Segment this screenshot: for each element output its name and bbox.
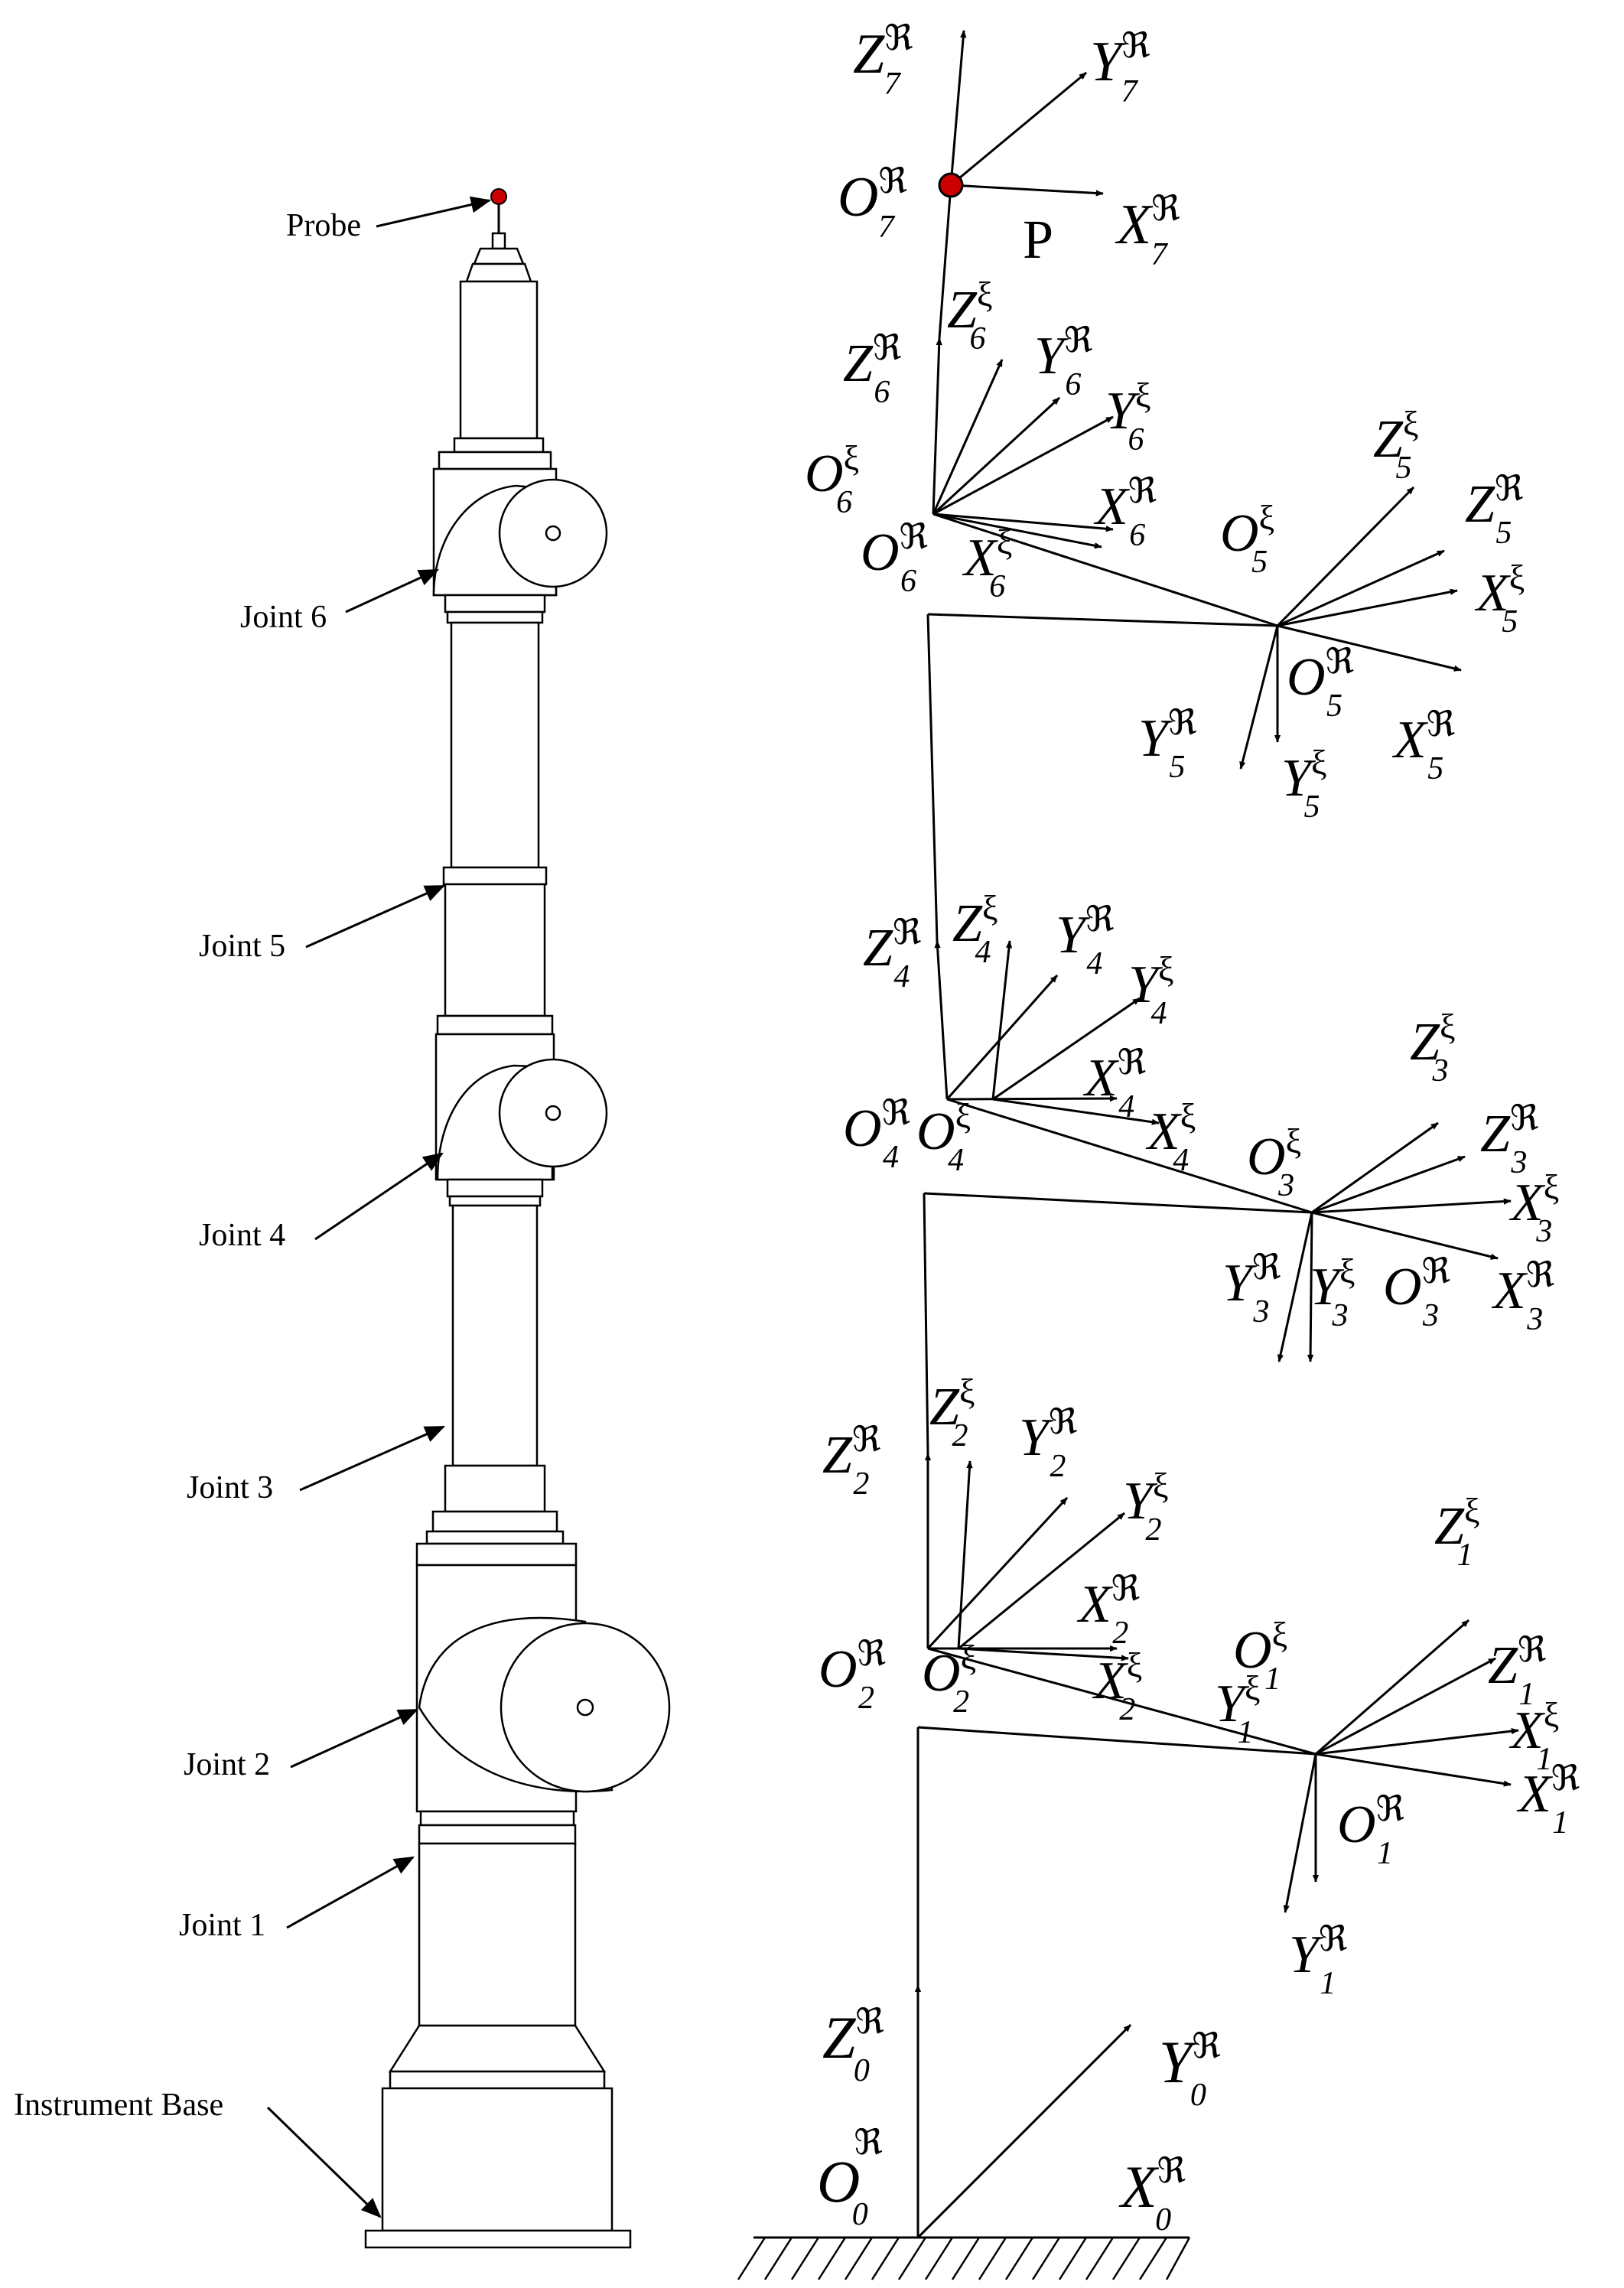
probe-label: Probe bbox=[286, 208, 361, 243]
probe-tip bbox=[490, 188, 507, 205]
joint3-label: Joint 3 bbox=[187, 1470, 273, 1505]
joint4-label: Joint 4 bbox=[199, 1218, 285, 1253]
kinematic-chain bbox=[737, 30, 1519, 2280]
arm-callouts bbox=[266, 196, 492, 2218]
measuring-arm-drawing bbox=[364, 188, 671, 2249]
arm-labels: Probe Joint 6 Joint 5 Joint 4 Joint 3 Jo… bbox=[14, 208, 361, 2123]
ground-hatch bbox=[737, 2237, 1191, 2280]
joint5-label: Joint 5 bbox=[199, 929, 285, 964]
joint2-label: Joint 2 bbox=[184, 1747, 270, 1782]
instrument-base-label: Instrument Base bbox=[14, 2088, 223, 2123]
joint1-label: Joint 1 bbox=[179, 1908, 265, 1943]
probe-point-marker bbox=[938, 172, 964, 198]
joint6-label: Joint 6 bbox=[240, 600, 327, 635]
point-p-label: P bbox=[1023, 209, 1053, 270]
